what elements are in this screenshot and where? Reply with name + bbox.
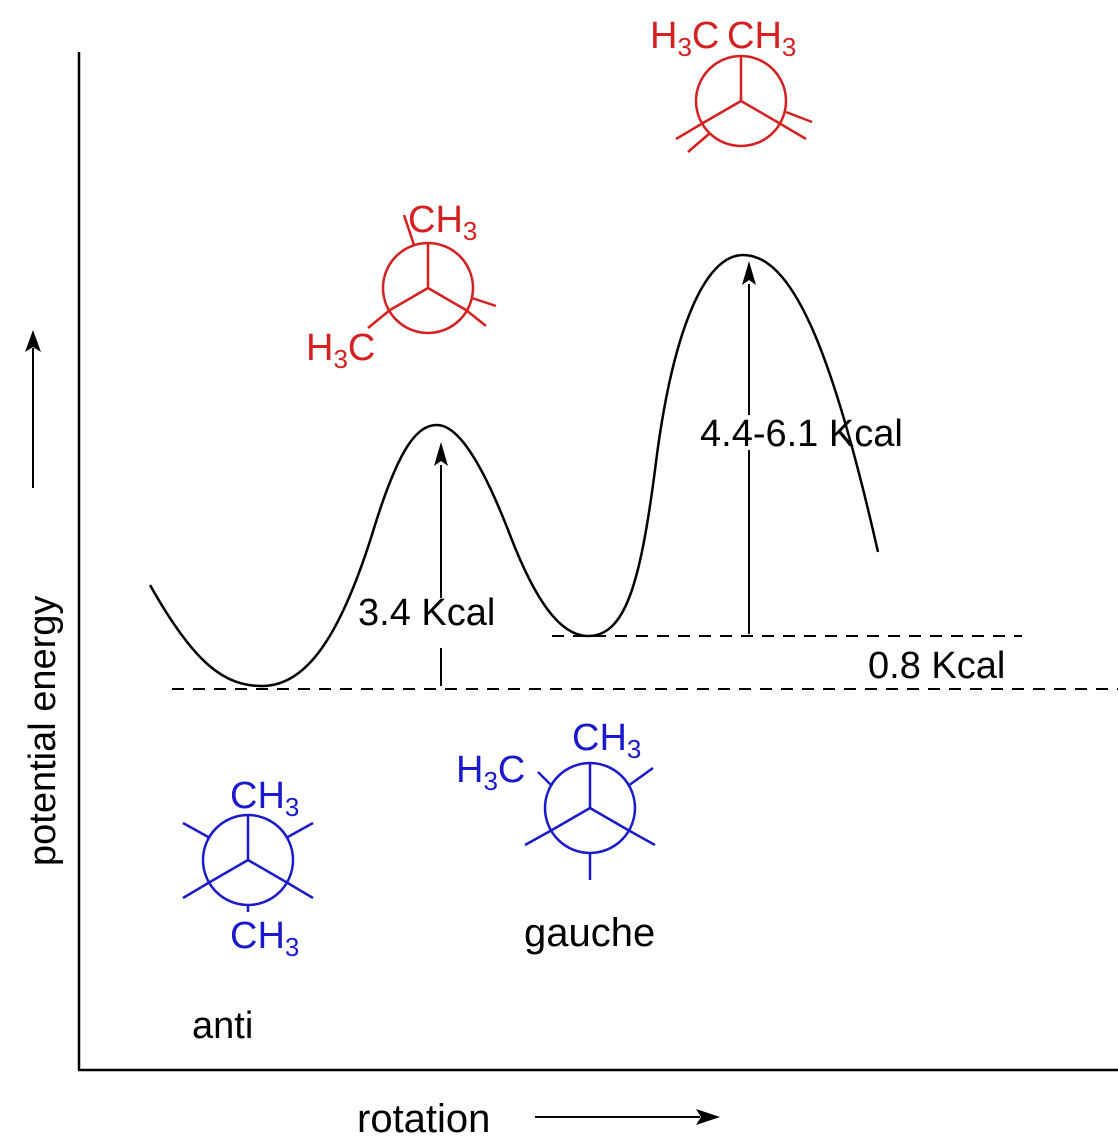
anti-bottom-ch3: CH3 (230, 915, 299, 962)
eclipsed-left-h3c: H3C (306, 327, 375, 374)
anti-top-ch3: CH3 (230, 775, 299, 822)
energy-label-3-4: 3.4 Kcal (358, 592, 495, 634)
y-axis-label: potential energy (22, 596, 64, 866)
gauche-newman-projection (524, 761, 656, 880)
fully-eclipsed-left-h3c: H3C (650, 15, 719, 62)
eclipsed-newman-projection (367, 214, 497, 335)
arrow-3-4-kcal (434, 442, 448, 686)
anti-newman-projection (182, 813, 314, 912)
anti-label: anti (192, 1005, 253, 1047)
arrow-4-4-6-1-kcal (742, 261, 756, 634)
eclipsed-top-ch3: CH3 (408, 199, 477, 246)
energy-curve (148, 253, 880, 688)
x-axis-label: rotation (357, 1097, 490, 1141)
gauche-label: gauche (524, 911, 655, 955)
gauche-right-ch3: CH3 (572, 717, 641, 764)
x-axis-arrow (535, 1109, 720, 1125)
y-axis-arrow (25, 330, 41, 488)
energy-label-0-8: 0.8 Kcal (868, 645, 1005, 687)
fully-eclipsed-newman-projection (675, 54, 813, 153)
fully-eclipsed-right-ch3: CH3 (727, 15, 796, 62)
energy-label-4-4-6-1: 4.4-6.1 Kcal (700, 413, 903, 455)
gauche-left-h3c: H3C (456, 749, 525, 796)
